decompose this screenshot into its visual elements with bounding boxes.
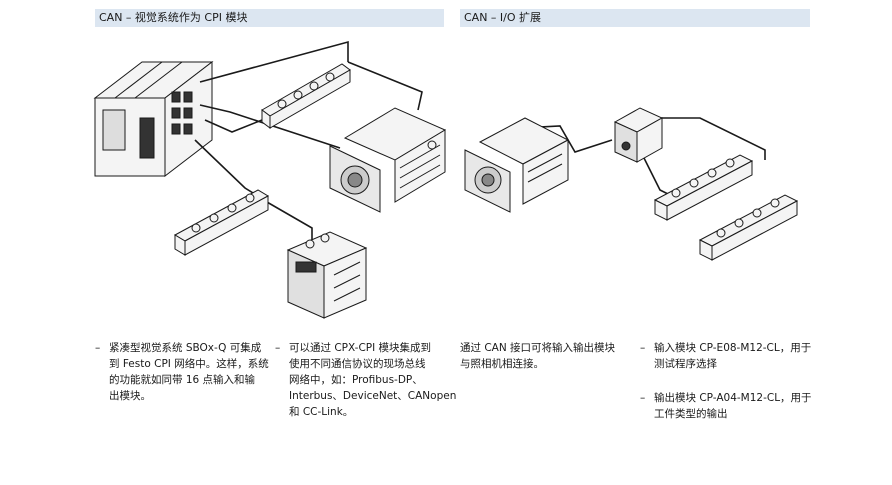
io-module-strip-lower [173,189,270,256]
text-block-can-interface: 通过 CAN 接口可将输入输出模块 与照相机相连接。 [460,340,615,372]
text-block-input-module: – 输入模块 CP-E08-M12-CL，用于 测试程序选择 [640,340,811,372]
vision-camera-left [329,107,447,213]
text-line: 紧凑型视觉系统 SBOx-Q 可集成 [109,342,262,354]
bullet: – [640,392,646,404]
text-block-output-module: – 输出模块 CP-A04-M12-CL，用于 工件类型的输出 [640,390,812,422]
text-line: 到 Festo CPI 网络中。这样，系统 [109,358,269,370]
valve-terminal [286,231,368,319]
bullet: – [640,342,646,354]
io-module-strip-right-bottom [698,194,799,261]
text-line: 输出模块 CP-A04-M12-CL，用于 [654,392,812,404]
io-module-strip-top [261,63,351,129]
bullet: – [95,342,101,354]
text-line: 的功能就如同带 16 点输入和输 [109,374,256,386]
section-header-can-io: CAN – I/O 扩展 [460,9,810,27]
text-line: 通过 CAN 接口可将输入输出模块 [460,342,616,354]
text-line: 输入模块 CP-E08-M12-CL，用于 [654,342,812,354]
text-line: Interbus、DeviceNet、CANopen [289,390,457,402]
text-line: 使用不同通信协议的现场总线 [289,358,426,370]
text-line: 与照相机相连接。 [460,358,544,370]
io-module-strip-right-top [653,154,754,221]
text-line: 测试程序选择 [654,358,717,370]
text-line: 工件类型的输出 [654,408,728,420]
text-line: 和 CC-Link。 [289,406,354,418]
vision-camera-right [464,117,570,213]
cpx-controller-block [93,60,214,178]
can-interface-box [613,107,664,163]
text-block-vision-system: – 紧凑型视觉系统 SBOx-Q 可集成 到 Festo CPI 网络中。这样，… [95,340,269,404]
text-line: 可以通过 CPX-CPI 模块集成到 [289,342,432,354]
can-network-illustration [93,40,799,319]
text-block-cpx-cpi: – 可以通过 CPX-CPI 模块集成到 使用不同通信协议的现场总线 网络中，如… [275,340,456,420]
bullet: – [275,342,281,354]
section-header-can-vision: CAN – 视觉系统作为 CPI 模块 [95,9,444,27]
text-line: 出模块。 [109,390,151,402]
text-line: 网络中，如：Profibus-DP、 [289,374,423,386]
